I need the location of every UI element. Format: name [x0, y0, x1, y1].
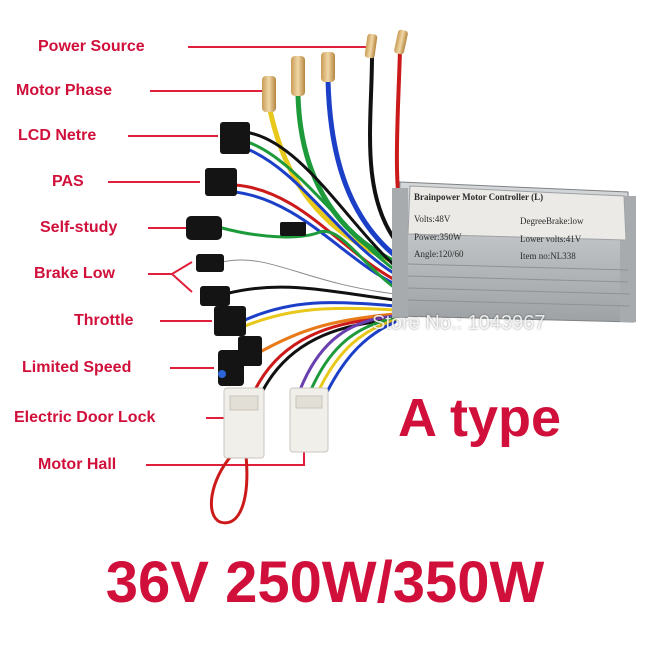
controller-lower-volts: Lower volts:41V	[520, 234, 582, 244]
controller-angle: Angle:120/60	[414, 249, 464, 259]
leader-line-brake-a	[148, 261, 193, 275]
controller-box	[392, 181, 636, 323]
spec-label: 36V 250W/350W	[105, 550, 545, 615]
connectors	[186, 122, 306, 386]
controller-item-no: Item no:NL338	[520, 251, 576, 261]
leader-line-brake-b	[171, 273, 193, 293]
label-motor-phase: Motor Phase	[16, 82, 113, 99]
store-watermark: Store No.: 1043967	[372, 312, 546, 334]
label-brake-low: Brake Low	[34, 265, 115, 282]
type-label: A type	[398, 388, 562, 448]
controller-title: Brainpower Motor Controller (L)	[414, 192, 544, 202]
label-pas: PAS	[52, 173, 84, 190]
white-connectors	[223, 387, 329, 459]
leader-lines	[108, 46, 368, 466]
wire-bundle	[209, 48, 407, 525]
label-power-source: Power Source	[38, 38, 145, 55]
controller-degree-brake: DegreeBrake:low	[520, 216, 584, 226]
label-motor-hall: Motor Hall	[38, 456, 117, 473]
controller-volts: Volts:48V	[414, 214, 451, 224]
bullet-terminals	[262, 29, 408, 112]
label-lcd-netre: LCD Netre	[18, 127, 97, 144]
label-throttle: Throttle	[74, 312, 134, 329]
controller-power: Power:350W	[414, 232, 462, 242]
label-limited-speed: Limited Speed	[22, 359, 132, 376]
label-electric-door-lock: Electric Door Lock	[14, 409, 156, 426]
label-self-study: Self-study	[40, 219, 118, 236]
